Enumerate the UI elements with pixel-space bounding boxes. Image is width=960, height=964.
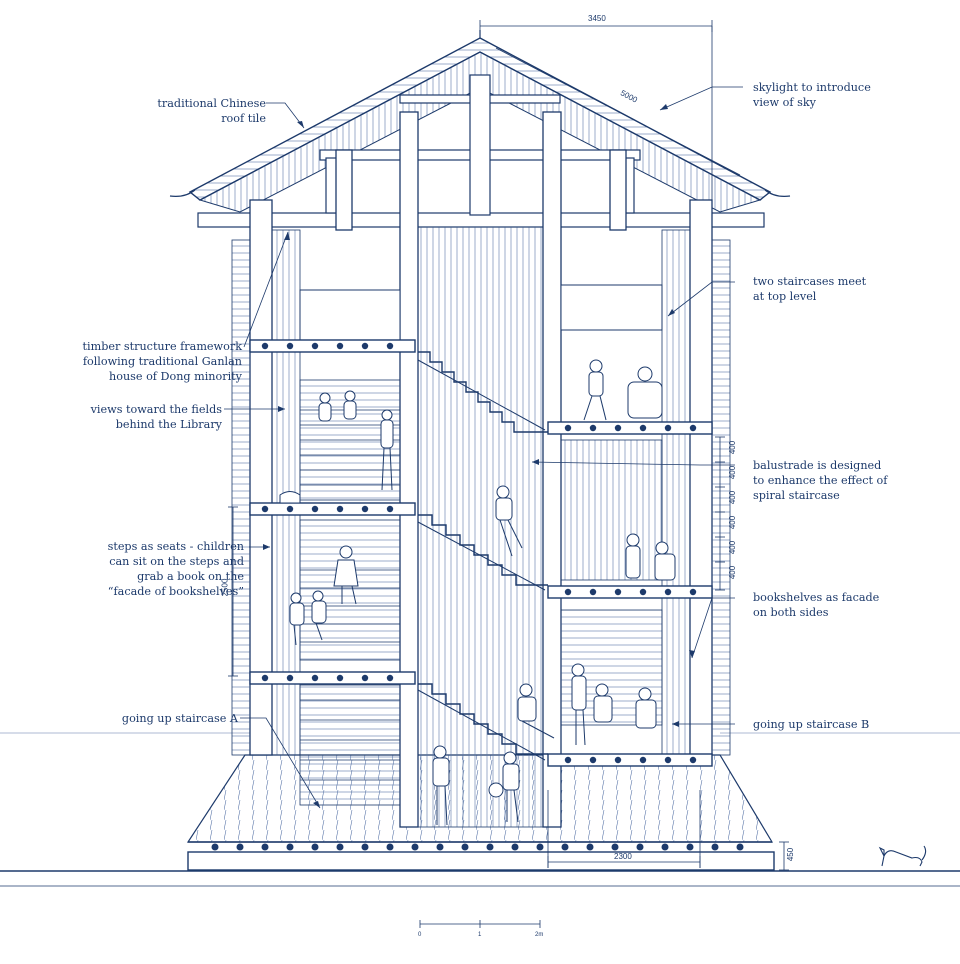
label-line: steps as seats - children [107,540,244,553]
leader-arrowheads [263,104,695,808]
label-timber-structure: timber structure framework following tra… [83,339,242,384]
scale-bar [419,920,541,928]
people-figures [279,359,676,826]
label-line: balustrade is designed [753,459,882,472]
label-line: roof tile [221,112,266,125]
dim-stair-step: 400 [728,515,738,530]
columns [335,111,627,828]
label-views-fields: views toward the fields behind the Libra… [91,402,222,432]
label-line: following traditional Ganlan [82,355,242,368]
label-line: views toward the fields [90,403,222,416]
dimension-lines [228,20,789,871]
right-upper-room [560,284,663,726]
left-lower-room [299,519,401,806]
staircase-middle [417,514,548,591]
label-line: on both sides [753,606,829,619]
label-line: going up staircase A [121,712,238,725]
dim-plinth-height: 450 [786,847,796,862]
scale-tick-label: 1 [478,932,482,938]
label-line: timber structure framework [82,340,242,353]
label-line: “facade of bookshelves” [107,585,244,598]
label-line: skylight to introduce [753,81,871,94]
staircase-upper [417,351,548,433]
label-line: grab a book on the [137,570,244,583]
label-line: view of sky [753,96,816,109]
label-line: two staircases meet [753,275,867,288]
platform-beam-circles [211,843,744,851]
label-line: to enhance the effect of [753,474,888,487]
label-staircase-a: going up staircase A [122,711,238,726]
label-staircases-meet: two staircases meet at top level [753,274,866,304]
beam-ends [261,342,697,764]
label-line: house of Dong minority [109,370,242,383]
label-line: bookshelves as facade [753,591,880,604]
label-line: can sit on the steps and [109,555,244,568]
label-balustrade: balustrade is designed to enhance the ef… [753,458,887,503]
left-stair-treads [300,409,400,781]
staircase-lower [417,683,548,761]
label-roof-tile: traditional Chinese roof tile [157,96,266,126]
label-line: spiral staircase [753,489,840,502]
label-line: traditional Chinese [157,97,266,110]
label-line: going up staircase B [753,718,870,731]
label-line: behind the Library [115,418,222,431]
dim-top-width: 3450 [588,14,606,23]
ground-line [0,732,960,887]
floor-slabs [249,339,713,767]
label-line: at top level [753,290,817,303]
dim-stair-step: 400 [728,540,738,555]
scale-tick-label: 2m [535,932,544,938]
label-skylight: skylight to introduce view of sky [753,80,871,110]
dim-stair-step: 400 [728,565,738,580]
cat-figure [878,845,927,867]
central-balustrade [417,226,544,828]
label-bookshelves-facade: bookshelves as facade on both sides [753,590,879,620]
dim-bottom-width: 2300 [614,852,632,861]
dim-stair-step: 400 [728,440,738,455]
dim-stair-step: 400 [728,490,738,505]
label-steps-seats: steps as seats - children can sit on the… [108,539,244,599]
dim-stair-step: 400 [728,465,738,480]
label-staircase-b: going up staircase B [753,717,869,732]
dim-floor-height: 2500 [220,578,230,597]
scale-tick-label: 0 [418,932,422,938]
leader-lines [224,86,743,809]
